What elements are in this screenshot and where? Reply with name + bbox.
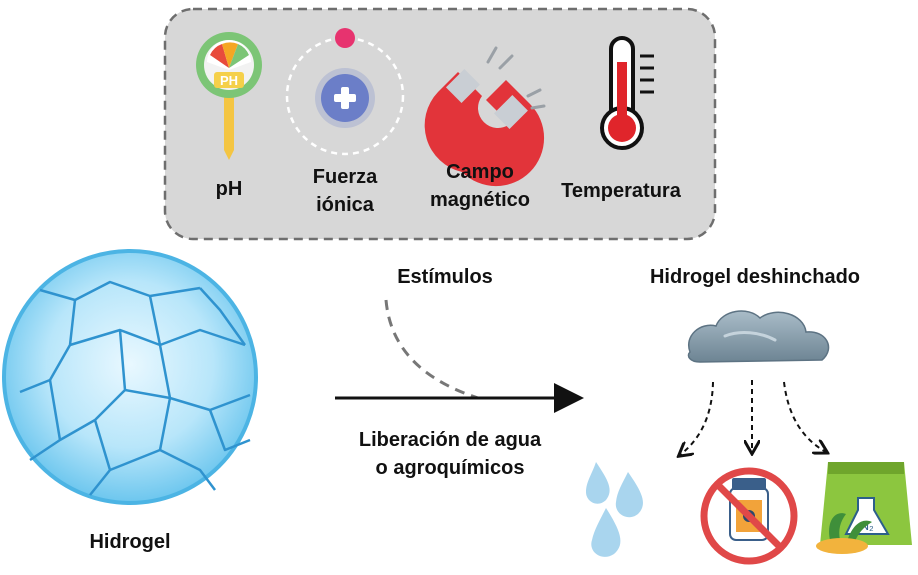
label-temperatura: Temperatura bbox=[561, 180, 681, 202]
label-ph: pH bbox=[215, 178, 243, 200]
fertilizer-bag-icon: N₂ bbox=[816, 462, 912, 554]
stimuli-curve bbox=[384, 299, 479, 400]
stimuli-label: Estímulos bbox=[397, 266, 493, 288]
water-drops-icon bbox=[586, 462, 643, 557]
output-arrow-right bbox=[783, 381, 826, 452]
deswollen-label: Hidrogel deshinchado bbox=[649, 266, 861, 288]
svg-text:PH: PH bbox=[220, 73, 238, 88]
magnet-icon bbox=[424, 46, 546, 187]
label-campo-magnetico-line1: Campo bbox=[446, 161, 514, 183]
deswollen-hydrogel-icon bbox=[687, 310, 830, 363]
label-fuerza-ionica-line2: iónica bbox=[316, 194, 374, 216]
hydrogel-label: Hidrogel bbox=[89, 531, 171, 553]
ion-icon bbox=[285, 28, 405, 156]
release-label-line2: o agroquímicos bbox=[375, 457, 525, 479]
no-pesticide-icon bbox=[700, 467, 798, 565]
output-arrow-left bbox=[680, 381, 714, 455]
ph-meter-icon: PH bbox=[196, 32, 262, 160]
thermometer-icon bbox=[600, 36, 654, 150]
release-label-line1: Liberación de agua bbox=[358, 429, 542, 451]
label-campo-magnetico-line2: magnético bbox=[429, 189, 531, 211]
label-fuerza-ionica-line1: Fuerza bbox=[312, 166, 378, 188]
hydrogel-sphere bbox=[2, 249, 258, 505]
